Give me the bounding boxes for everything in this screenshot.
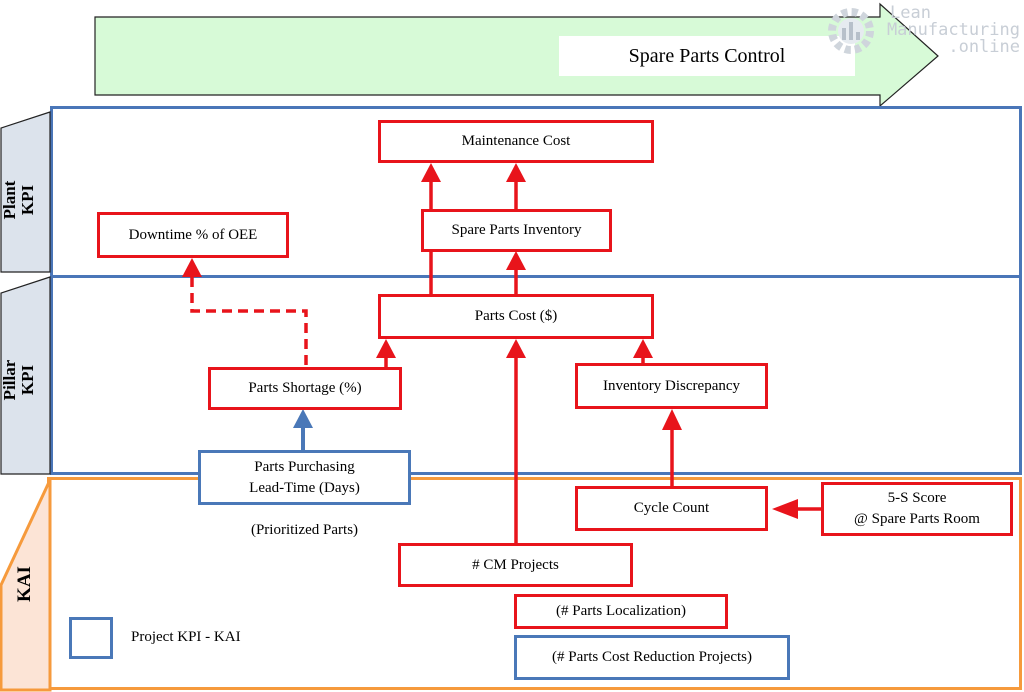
maintenance-cost-box: Maintenance Cost	[378, 120, 654, 163]
logo-line-2: Manufacturing	[886, 20, 1020, 40]
inventory-discrepancy-box: Inventory Discrepancy	[575, 363, 768, 409]
parts-cost-box: Parts Cost ($)	[378, 294, 654, 339]
cycle-count-box: Cycle Count	[575, 486, 768, 531]
gear-icon	[828, 8, 874, 54]
banner-arrow	[94, 2, 939, 108]
legend-swatch-blue	[69, 617, 113, 659]
logo-line-3: .online	[948, 37, 1020, 57]
parts-cost-reduction-box: (# Parts Cost Reduction Projects)	[514, 635, 790, 680]
parts-localization-box: (# Parts Localization)	[514, 594, 728, 629]
spare-parts-inventory-box: Spare Parts Inventory	[421, 209, 612, 252]
banner-title: Spare Parts Control	[628, 45, 786, 67]
cm-projects-box: # CM Projects	[398, 543, 633, 587]
logo-line-1: Lean	[890, 3, 931, 23]
downtime-oee-box: Downtime % of OEE	[97, 212, 289, 258]
watermark-logo: Lean Manufacturing .online	[860, 5, 1020, 56]
parts-purchasing-lead-time-box: Parts Purchasing Lead-Time (Days)	[198, 450, 411, 505]
prioritized-parts-note: (Prioritized Parts)	[250, 522, 359, 538]
parts-shortage-box: Parts Shortage (%)	[208, 367, 402, 410]
legend-label: Project KPI - KAI	[131, 629, 241, 645]
pillar-kpi-band	[50, 275, 1022, 475]
five-s-score-box: 5-S Score @ Spare Parts Room	[821, 482, 1013, 536]
level-tabs	[0, 111, 52, 692]
